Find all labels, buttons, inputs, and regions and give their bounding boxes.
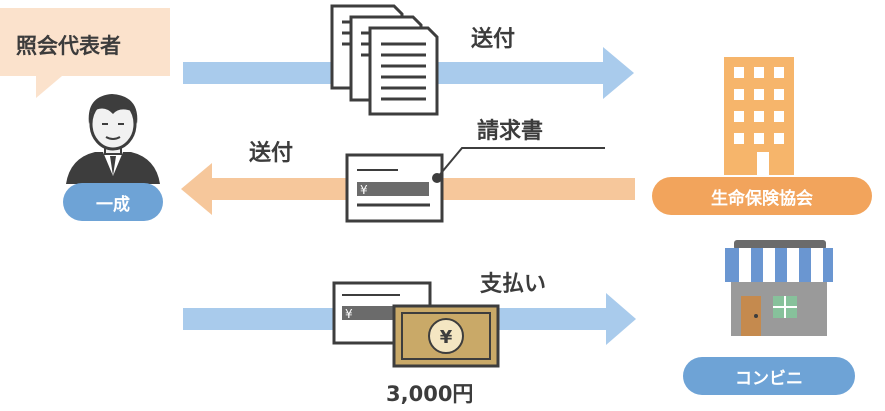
invoice-icon: ¥ bbox=[345, 153, 444, 223]
invoice-label: 請求書 bbox=[477, 119, 544, 144]
org-name-badge: 生命保険協会 bbox=[652, 177, 872, 215]
invoice-yen-mark: ¥ bbox=[360, 183, 368, 197]
send-label-middle: 送付 bbox=[249, 141, 294, 166]
store-name: コンビニ bbox=[735, 368, 803, 389]
banknote-icon: ¥ bbox=[392, 304, 500, 368]
payment-label: 支払い bbox=[480, 272, 547, 297]
person-name-badge: 一成 bbox=[63, 183, 163, 221]
speech-bubble: 照会代表者 bbox=[0, 8, 170, 98]
invoice-callout-line bbox=[436, 147, 605, 179]
org-name: 生命保険協会 bbox=[711, 188, 813, 209]
building-icon bbox=[724, 57, 794, 175]
businessman-icon bbox=[66, 94, 160, 184]
store-name-badge: コンビニ bbox=[683, 357, 855, 395]
send-label-top: 送付 bbox=[471, 27, 516, 52]
person-name: 一成 bbox=[96, 194, 130, 215]
documents-icon bbox=[330, 4, 439, 116]
invoice-bottom-yen-mark: ¥ bbox=[345, 307, 353, 321]
speech-bubble-text: 照会代表者 bbox=[16, 34, 121, 58]
store-icon bbox=[725, 240, 833, 336]
banknote-yen-symbol: ¥ bbox=[440, 327, 453, 348]
amount-label: 3,000円 bbox=[386, 382, 474, 406]
